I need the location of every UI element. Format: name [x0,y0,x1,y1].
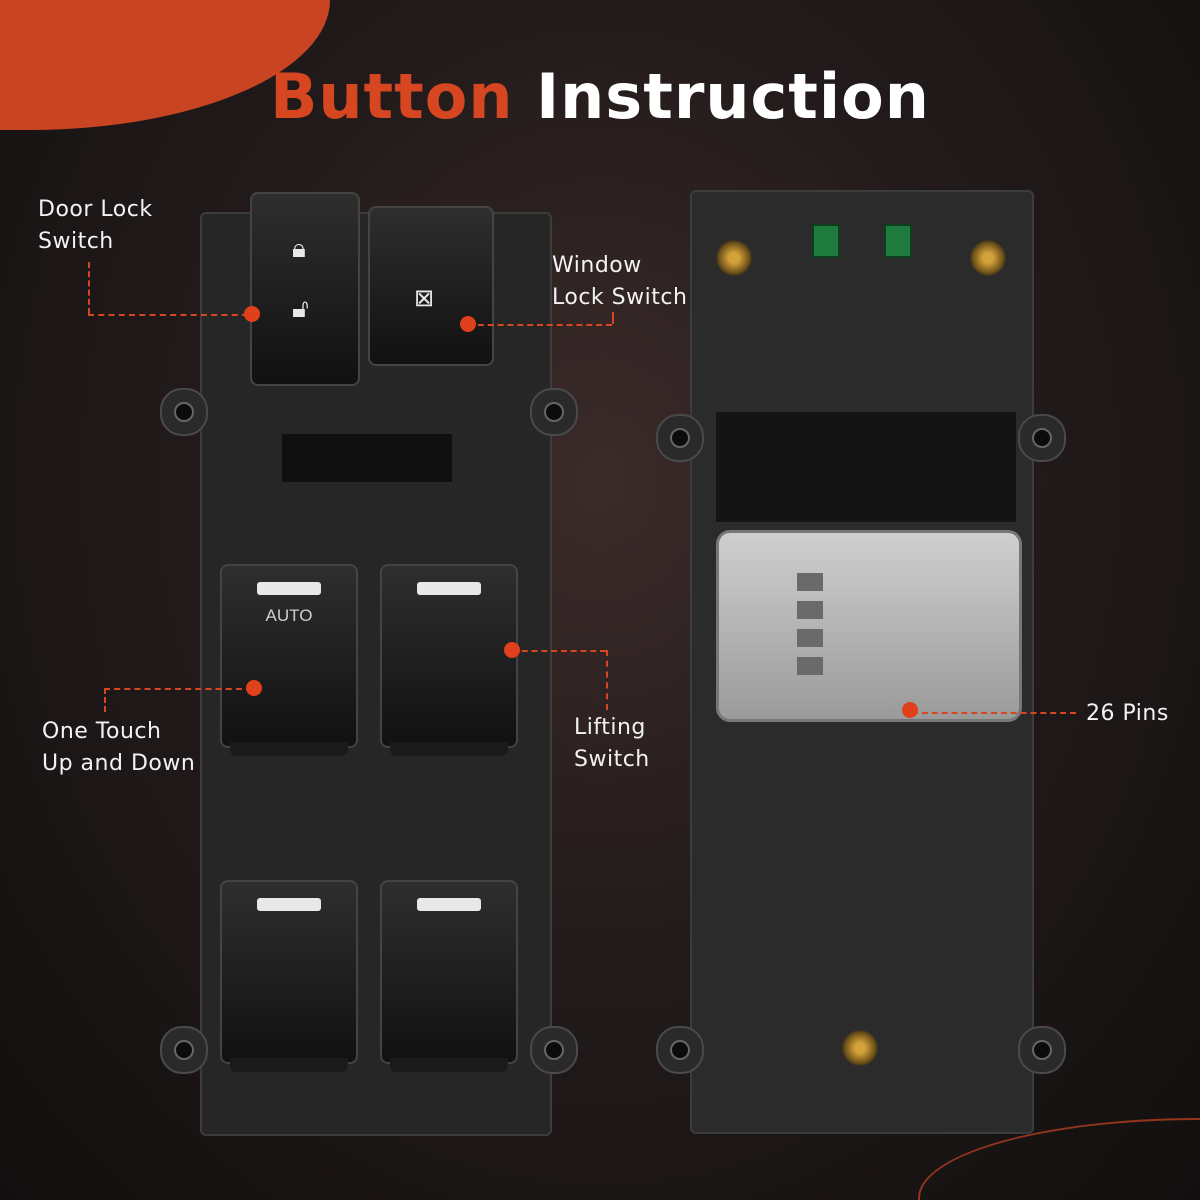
screw [842,1030,878,1066]
callout-door-lock-line1: Door Lock [38,197,153,222]
window-lock-switch[interactable]: ⊠ [368,206,494,366]
callout-lifting-line2: Switch [574,747,650,772]
callout-one-touch-line1: One Touch [42,719,162,744]
callout-one-touch-line2: Up and Down [42,751,196,776]
lifting-switch-driver[interactable]: AUTO [220,564,358,756]
pcb-contact [884,224,912,258]
lifting-switch-passenger[interactable] [380,564,518,756]
door-lock-switch[interactable]: 🔒︎ 🔓︎ [250,192,360,386]
title-word-instruction: Instruction [536,60,930,133]
callout-window-lock-line2: Lock Switch [552,285,688,310]
callout-pins-line1: 26 Pins [1086,701,1169,726]
lifting-switch-rear-right[interactable] [380,880,518,1072]
lock-closed-icon: 🔒︎ [292,234,306,264]
screw [716,240,752,276]
title-word-button: Button [270,60,514,133]
page-title: Button Instruction [0,60,1200,133]
auto-label: AUTO [265,606,313,625]
lifting-switch-rear-left[interactable] [220,880,358,1072]
window-lock-icon: ⊠ [414,284,435,312]
screw [970,240,1006,276]
callout-window-lock-line1: Window [552,253,642,278]
26-pin-connector [716,530,1022,722]
callout-door-lock-line2: Switch [38,229,114,254]
pcb-contact [812,224,840,258]
lock-open-icon: 🔓︎ [292,294,309,324]
callout-lifting-line1: Lifting [574,715,646,740]
